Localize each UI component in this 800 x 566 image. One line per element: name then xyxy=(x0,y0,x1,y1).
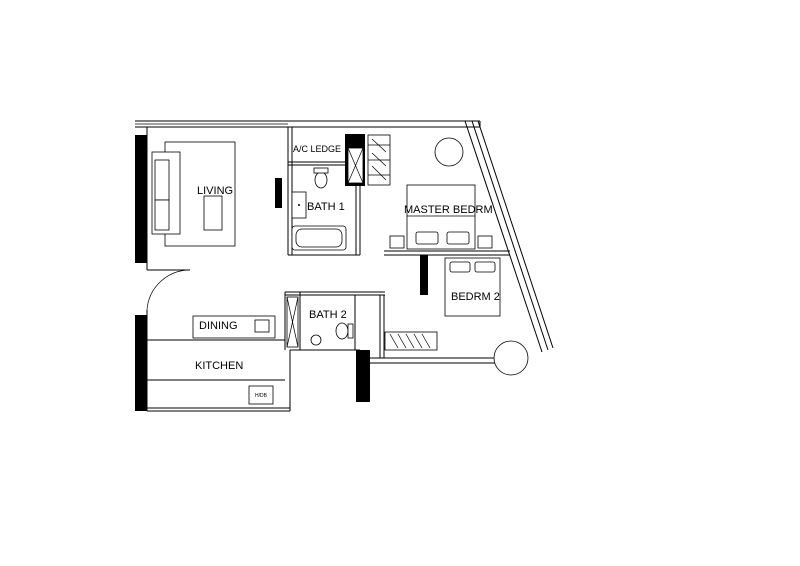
label-appliance: H/DB xyxy=(255,393,268,399)
outer-walls xyxy=(135,120,554,412)
label-bath2: BATH 2 xyxy=(309,309,347,321)
label-bedrm2: BEDRM 2 xyxy=(451,291,500,303)
master-bed xyxy=(389,184,493,250)
bath1-fixtures xyxy=(291,167,347,251)
internal-walls xyxy=(147,127,510,358)
kitchen-fixtures xyxy=(147,315,285,405)
label-living: LIVING xyxy=(197,185,233,197)
label-kitchen: KITCHEN xyxy=(195,360,243,372)
living-furniture xyxy=(151,141,236,247)
wardrobe-bedrm2 xyxy=(384,331,529,376)
ac-ledge-fixtures xyxy=(367,134,464,186)
label-ac-ledge: A/C LEDGE xyxy=(293,144,341,154)
label-bath1: BATH 1 xyxy=(307,201,345,213)
bedrm2-bed xyxy=(444,257,501,317)
label-master: MASTER BEDRM xyxy=(404,204,493,216)
label-dining: DINING xyxy=(199,320,238,332)
bath2-fixtures xyxy=(286,296,354,348)
